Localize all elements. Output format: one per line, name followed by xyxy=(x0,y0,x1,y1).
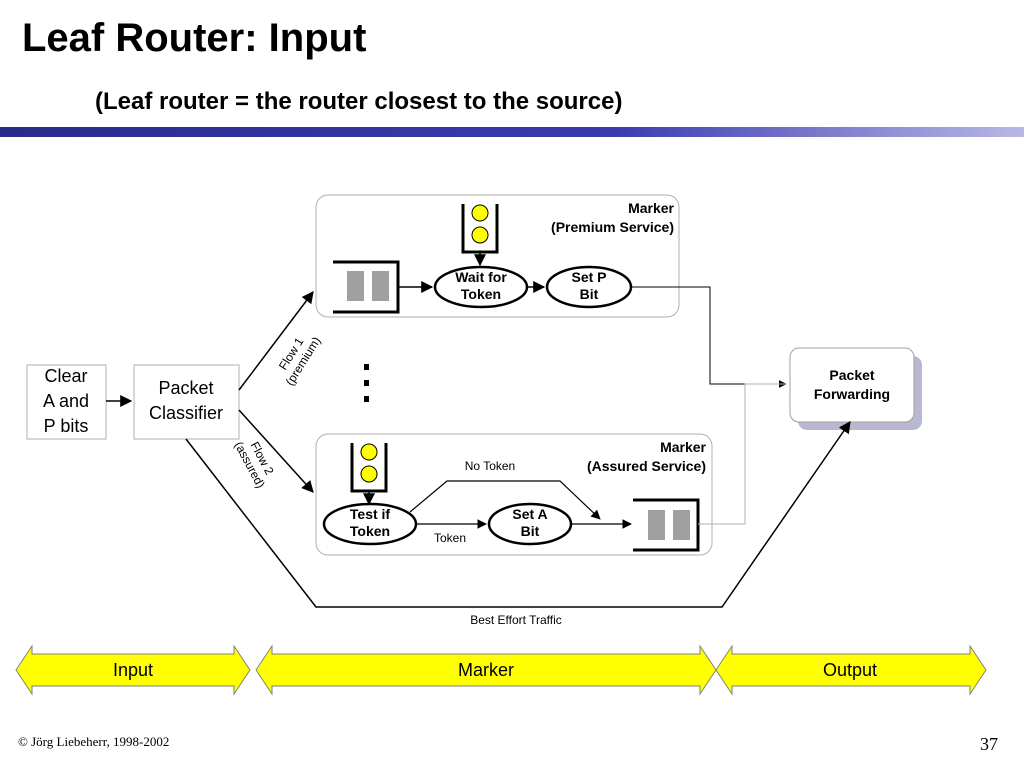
copyright-notice: © Jörg Liebeherr, 1998-2002 xyxy=(18,734,170,749)
phase-marker-arrow: Marker xyxy=(255,644,717,696)
arrow-flow2 xyxy=(238,409,314,493)
slide-title: Leaf Router: Input xyxy=(22,16,367,60)
assured-marker-label-1: Marker xyxy=(660,439,706,455)
packet-forwarding-box: Packet Forwarding xyxy=(789,347,922,430)
set-p-bit-node: Set P Bit xyxy=(545,265,633,309)
packet-classifier-box: Packet Classifier xyxy=(133,364,240,440)
best-effort-label: Best Effort Traffic xyxy=(470,613,562,627)
phase-marker-label: Marker xyxy=(458,660,514,680)
test-token-line-2: Token xyxy=(350,523,390,539)
classifier-line-2: Classifier xyxy=(149,403,223,423)
clear-bits-line-2: A and xyxy=(43,391,89,411)
slide-subtitle: (Leaf router = the router closest to the… xyxy=(95,88,623,115)
flow2-label: Flow 2 (assured) xyxy=(232,439,277,490)
title-rule xyxy=(0,127,1024,137)
wait-token-line-1: Wait for xyxy=(455,269,507,285)
clear-bits-line-3: P bits xyxy=(44,416,89,436)
arrow-flow1 xyxy=(238,291,314,391)
assured-queue xyxy=(633,498,700,552)
flow1-label: Flow 1 (premium) xyxy=(276,334,324,388)
token-label: Token xyxy=(434,531,466,545)
forwarding-line-1: Packet xyxy=(829,367,874,383)
forwarding-line-2: Forwarding xyxy=(814,386,890,402)
clear-bits-line-1: Clear xyxy=(44,366,87,386)
set-a-line-2: Bit xyxy=(521,523,540,539)
premium-marker-label-2: (Premium Service) xyxy=(551,219,674,235)
test-token-line-1: Test if xyxy=(350,506,391,522)
line-assured-to-forwarding xyxy=(698,383,786,525)
arrow-best-effort xyxy=(185,421,851,608)
phase-input-arrow: Input xyxy=(15,644,251,696)
phase-input-label: Input xyxy=(113,660,153,680)
wait-token-line-2: Token xyxy=(461,286,501,302)
set-p-line-2: Bit xyxy=(580,286,599,302)
phase-output-arrow: Output xyxy=(715,644,987,696)
clear-bits-box: Clear A and P bits xyxy=(26,364,107,440)
test-if-token-node: Test if Token xyxy=(322,502,418,546)
page-number: 37 xyxy=(980,734,998,754)
phase-output-label: Output xyxy=(823,660,877,680)
wait-for-token-node: Wait for Token xyxy=(433,265,529,309)
ellipsis-dots xyxy=(364,364,369,402)
set-a-line-1: Set A xyxy=(512,506,547,522)
classifier-line-1: Packet xyxy=(158,378,213,398)
no-token-label: No Token xyxy=(465,459,515,473)
arrow-no-token xyxy=(409,480,601,520)
assured-marker-label-2: (Assured Service) xyxy=(587,458,706,474)
set-a-bit-node: Set A Bit xyxy=(487,502,573,546)
premium-marker-label-1: Marker xyxy=(628,200,674,216)
set-p-line-1: Set P xyxy=(571,269,606,285)
